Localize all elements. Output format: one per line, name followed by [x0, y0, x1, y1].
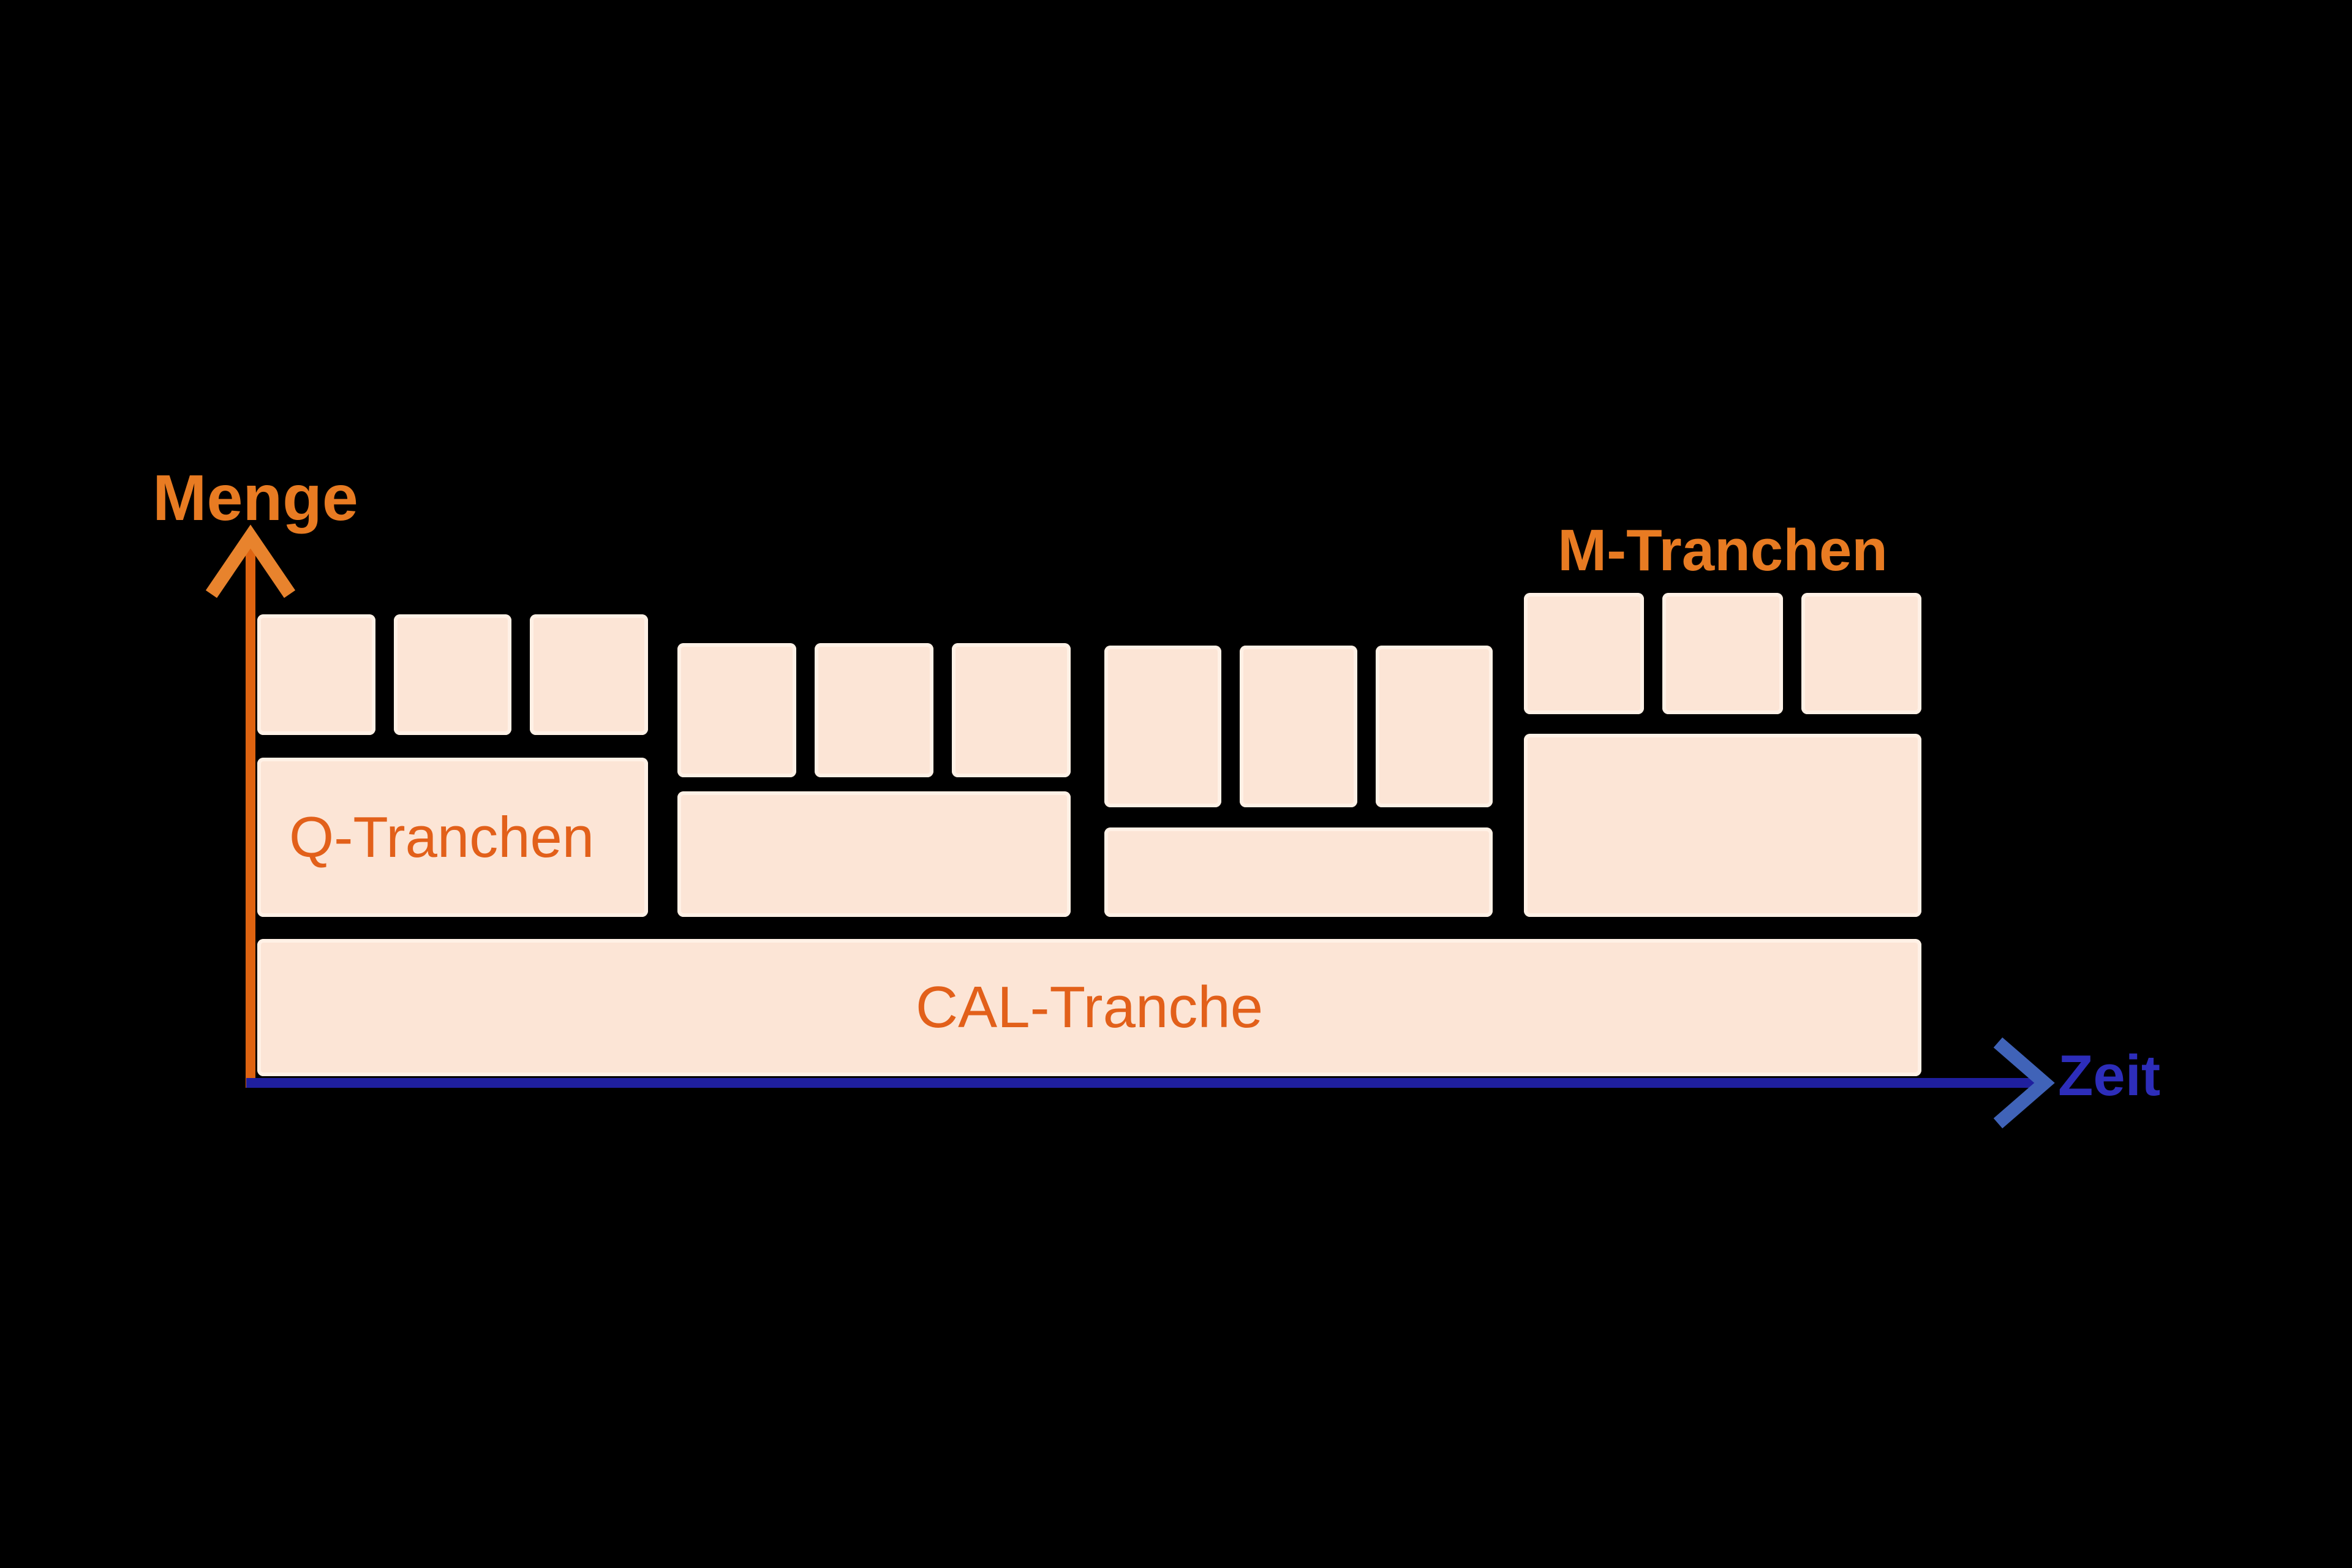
- q-tranche-box: [257, 758, 648, 917]
- m-tranche-box: [1104, 646, 1222, 807]
- m-tranche-box: [1801, 593, 1921, 714]
- m-tranchen-label: M-Tranchen: [1558, 518, 1888, 583]
- m-tranche-box: [1375, 646, 1493, 807]
- x-axis-arrow-icon: [1993, 1037, 2055, 1129]
- m-tranche-box: [1524, 593, 1645, 714]
- q-tranche-box: [677, 791, 1071, 917]
- q-tranchen-label: Q-Tranchen: [289, 805, 595, 869]
- cal-tranche-box: [257, 939, 1921, 1076]
- q-tranche-box: [1104, 827, 1493, 917]
- m-tranche-box: [952, 643, 1071, 777]
- m-tranche-box: [1662, 593, 1783, 714]
- m-tranche-box: [1240, 646, 1357, 807]
- y-axis-label: Menge: [153, 462, 358, 534]
- m-tranche-box: [257, 614, 375, 735]
- x-axis-label: Zeit: [2058, 1043, 2161, 1107]
- y-axis-arrow-icon: [205, 524, 296, 598]
- cal-tranche-label: CAL-Tranche: [915, 974, 1264, 1040]
- m-tranche-box: [393, 614, 512, 735]
- m-tranche-box: [530, 614, 648, 735]
- q-tranche-box: [1524, 734, 1921, 917]
- m-tranche-box: [677, 643, 796, 777]
- m-tranche-box: [815, 643, 933, 777]
